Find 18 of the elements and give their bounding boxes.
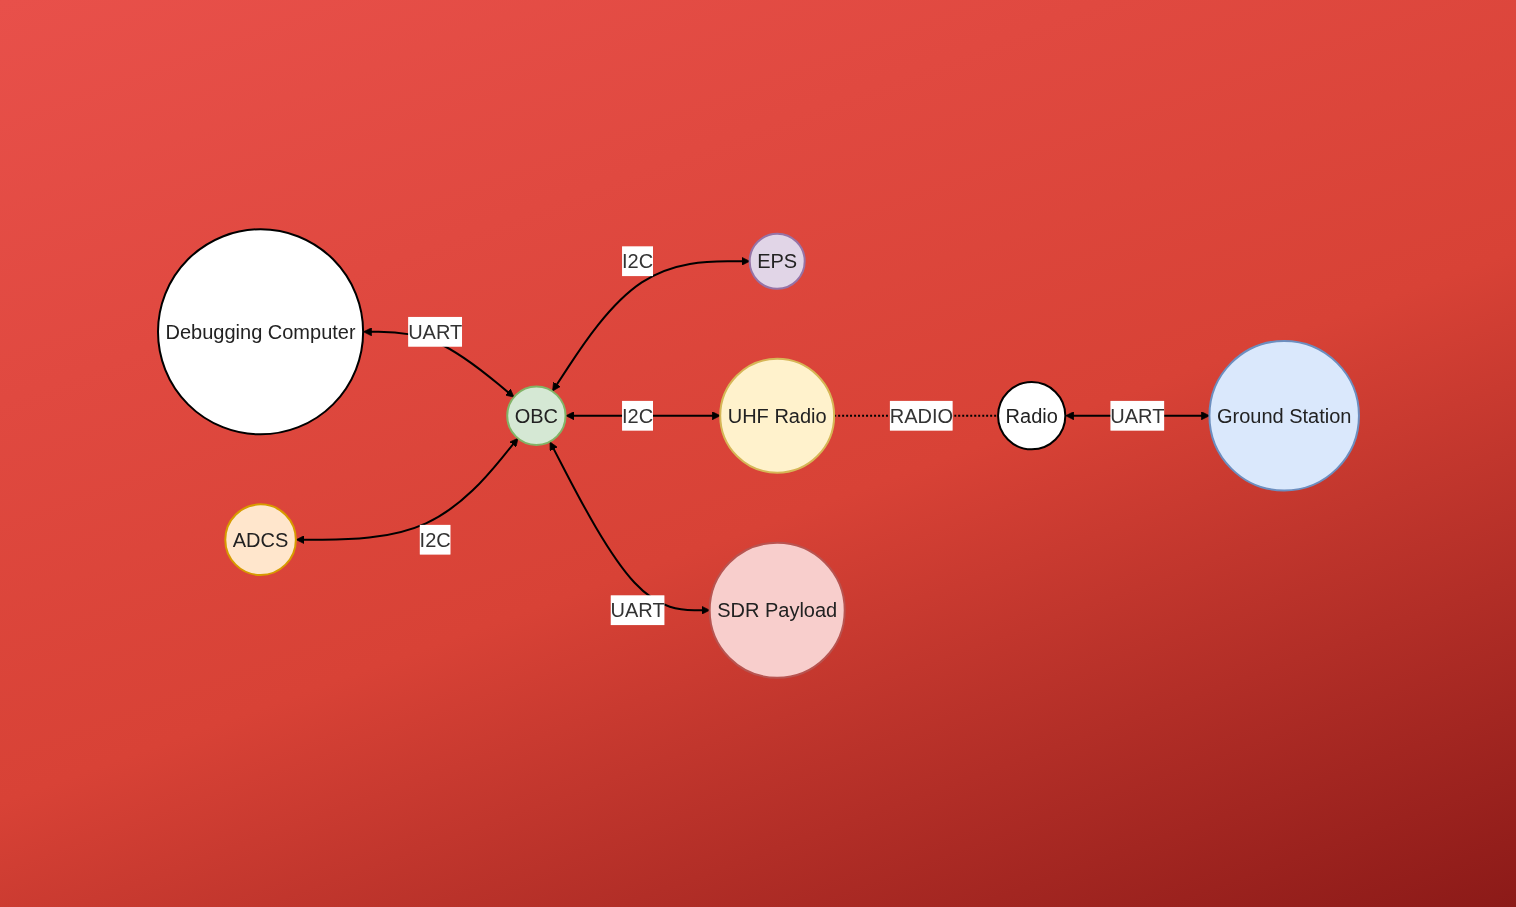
node-circle: Debugging Computer [156,228,364,436]
edge-label: I2C [621,404,653,427]
node-circle: SDR Payload [708,541,846,679]
arrow [551,256,750,392]
arrow [549,441,710,615]
node-circle: OBC [505,385,567,446]
edge-label: UART [407,320,462,343]
node-circle: Radio [996,381,1066,451]
node-circle: EPS [748,232,806,290]
arrow [295,437,518,545]
edge-label: RADIO [889,404,953,427]
node-circle: ADCS [223,503,297,576]
node-circle: UHF Radio [718,357,835,474]
edge-label: I2C [621,250,653,273]
edge-label: I2C [419,528,451,551]
edge-label: UART [1109,404,1164,427]
node-circle: Ground Station [1207,339,1360,492]
edge-label: UART [610,599,665,622]
